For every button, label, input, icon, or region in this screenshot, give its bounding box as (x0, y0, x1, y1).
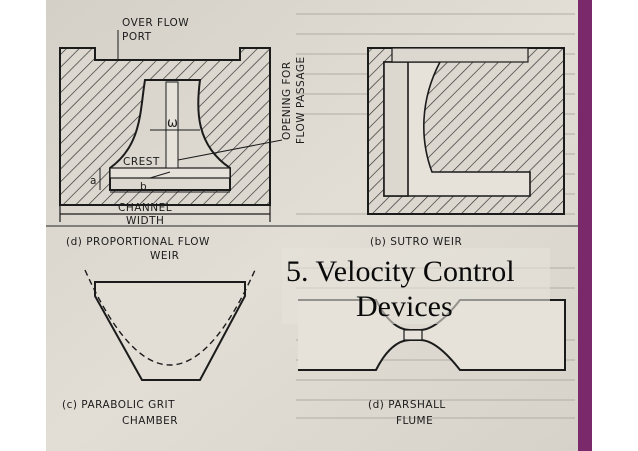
opening-leader (177, 139, 283, 161)
right-accent-bar (578, 0, 592, 451)
label-a: a (90, 175, 97, 187)
parabola-dashed (84, 269, 256, 366)
flow-opening (165, 81, 179, 169)
caption-parabolic-2: CHAMBER (122, 415, 178, 427)
sutro-top-notch (391, 47, 529, 63)
label-channel-width-1: CHANNEL (118, 202, 172, 214)
crest-leader (149, 171, 171, 179)
weir-plate-hatched (59, 47, 271, 206)
label-over-flow-port-2: PORT (122, 31, 152, 43)
caption-parshall-1: (d) PARSHALL (368, 399, 446, 411)
flume-throat (403, 329, 423, 341)
caption-parshall-2: FLUME (396, 415, 433, 427)
label-channel-width-2: WIDTH (126, 215, 164, 227)
label-opening-1: OPENING FOR (281, 61, 293, 140)
label-omega: ω (167, 116, 178, 131)
parabolic-grit-chamber-diagram: (c) PARABOLIC GRIT CHAMBER (62, 269, 256, 427)
sutro-post (383, 61, 409, 197)
label-crest: CREST (123, 156, 160, 168)
caption-parabolic-1: (c) PARABOLIC GRIT (62, 399, 175, 411)
label-b: b (140, 181, 147, 193)
weir-crest-plate (109, 167, 231, 179)
left-margin (0, 0, 46, 451)
grit-chamber-section (94, 281, 246, 381)
right-margin (592, 0, 638, 451)
sutro-weir-diagram (367, 47, 565, 215)
caption-proportional-weir-2: WEIR (150, 250, 179, 262)
label-opening-2: FLOW PASSAGE (295, 56, 307, 144)
caption-proportional-weir-1: (d) PROPORTIONAL FLOW (66, 236, 210, 248)
slide-title-line-2: Devices (356, 290, 453, 323)
sutro-opening (383, 61, 531, 197)
proportional-flow-weir-diagram: OVER FLOW PORT OPENING FOR FLOW PASSAGE … (59, 17, 307, 227)
title-backdrop (282, 248, 550, 324)
caption-sutro-weir: (b) SUTRO WEIR (370, 236, 462, 248)
slide-title-line-1: 5. Velocity Control (286, 255, 515, 288)
label-over-flow-port-1: OVER FLOW (122, 17, 189, 29)
